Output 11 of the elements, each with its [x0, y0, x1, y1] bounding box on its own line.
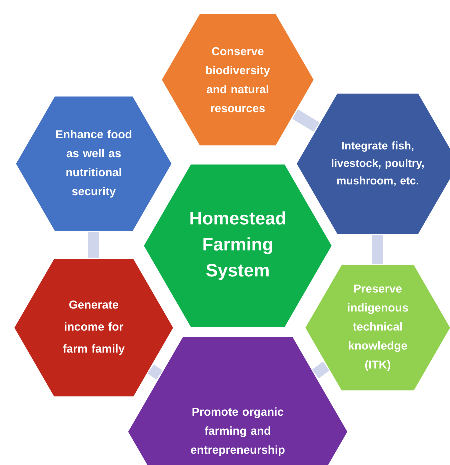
- hexagon: Generate income for farm family: [13, 258, 175, 398]
- connector-band: [292, 110, 320, 132]
- hexagon: Preserve indigenous technical knowledge (ITK): [304, 264, 450, 392]
- connector-band: [88, 232, 100, 258]
- connector-band: [372, 235, 384, 264]
- connector-band: [312, 362, 330, 379]
- hexagon: Conserve biodiversity and natural resources: [160, 13, 316, 147]
- hexagon: Promote organic farming and entrepreneurship: [127, 336, 349, 465]
- connector-band: [148, 364, 163, 380]
- hexagon: Integrate fish, livestock, poultry, mushroom, etc.: [296, 92, 450, 236]
- center-hexagon: Homestead Farming System: [142, 164, 334, 328]
